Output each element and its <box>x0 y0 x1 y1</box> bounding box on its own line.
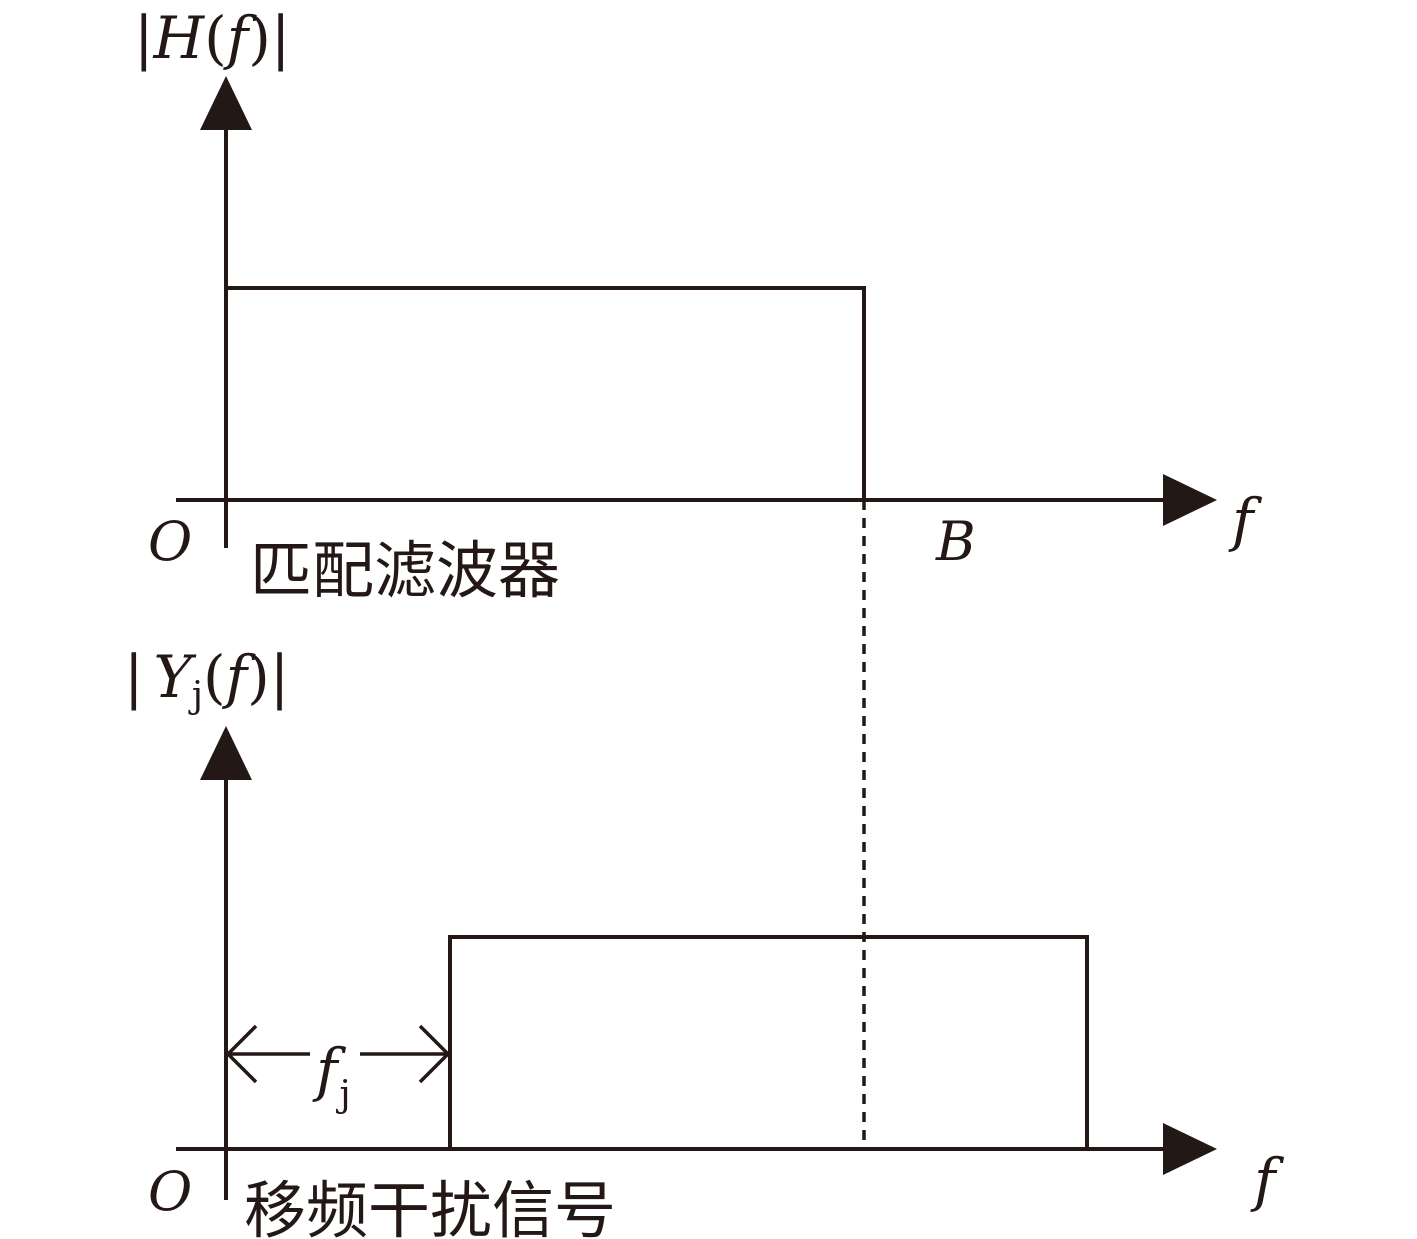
top-caption: 匹配滤波器 <box>250 534 560 607</box>
top-x-arrowhead <box>1163 474 1217 526</box>
offset-label-fj: fj <box>312 1036 351 1115</box>
matched-filter-response <box>226 286 866 500</box>
top-y-arrowhead <box>200 76 252 130</box>
bottom-x-label: f <box>1250 1146 1285 1214</box>
bottom-origin-label: O <box>148 1160 192 1223</box>
bottom-x-arrowhead <box>1163 1123 1217 1175</box>
offset-arrowhead-right <box>418 1024 451 1084</box>
top-origin-label: O <box>148 510 192 573</box>
jamming-signal-spectrum <box>448 935 1089 1149</box>
offset-arrowhead-left <box>225 1024 258 1084</box>
top-y-label: |H(f)| <box>134 4 290 72</box>
bottom-panel: fj |Yj(f)| O f 移频干扰信号 <box>124 643 1285 1239</box>
top-x-label: f <box>1228 486 1263 554</box>
top-panel: |H(f)| O B f 匹配滤波器 <box>134 4 1263 607</box>
bottom-y-arrowhead <box>200 726 252 780</box>
bottom-y-label: |Yj(f)| <box>124 643 289 716</box>
cutoff-label-b: B <box>935 510 976 573</box>
bottom-caption: 移频干扰信号 <box>244 1174 616 1239</box>
